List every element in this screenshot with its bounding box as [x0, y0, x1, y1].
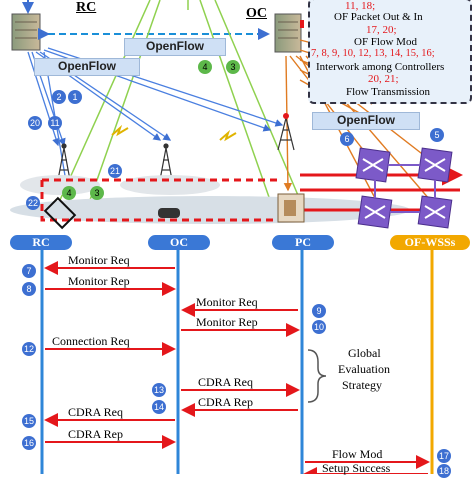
wss-switch-icon: [357, 195, 393, 229]
cell-tower-icon: [57, 143, 71, 181]
step-badge-green: 3: [90, 186, 104, 200]
rc-device-icon: [43, 196, 77, 230]
brace-icon: [307, 349, 327, 403]
step-badge: 15: [22, 414, 36, 428]
legend-text: Flow Transmission: [346, 86, 431, 98]
step-badge: 17: [437, 449, 451, 463]
global-evaluation-text: Global: [348, 346, 381, 360]
wireless-link-icon: [111, 124, 129, 137]
cell-tower-icon: [277, 113, 295, 151]
step-badge: 21: [108, 164, 122, 178]
openflow-label: OpenFlow: [124, 38, 226, 56]
global-evaluation-text: Strategy: [342, 378, 382, 392]
step-badge: 20: [28, 116, 42, 130]
global-evaluation-text: Evaluation: [338, 362, 390, 376]
legend-steps: 7, 8, 9, 10, 12, 13, 14, 15, 16;: [311, 48, 435, 59]
step-badge: 6: [340, 132, 354, 146]
step-badge: 14: [152, 400, 166, 414]
legend-steps: 17, 20;: [366, 24, 397, 36]
step-badge: 8: [22, 282, 36, 296]
step-badge: 11: [48, 116, 62, 130]
lane-header-oc: OC: [148, 235, 210, 250]
oc-server-icon: [274, 13, 302, 53]
fiber-coil-icon: [158, 208, 180, 218]
lane-header-pc: PC: [272, 235, 334, 250]
message-label: Monitor Rep: [68, 274, 130, 288]
lane-header-wss: OF-WSSs: [390, 235, 470, 250]
legend-steps: 20, 21;: [368, 73, 399, 85]
wss-switch-icon: [417, 147, 453, 183]
message-label: Monitor Rep: [196, 315, 258, 329]
step-badge: 13: [152, 383, 166, 397]
message-label: Monitor Req: [196, 295, 258, 309]
rc-server-icon: [11, 13, 41, 51]
wss-switch-icon: [417, 195, 453, 229]
rc-title: RC: [76, 0, 97, 15]
legend-box: [308, 0, 472, 104]
cell-tower-icon: [159, 143, 173, 181]
step-badge: 22: [26, 196, 40, 210]
message-label: Monitor Req: [68, 253, 130, 267]
message-label: Setup Success: [322, 461, 391, 475]
openflow-label: OpenFlow: [34, 58, 140, 76]
wireless-link-icon: [219, 129, 237, 142]
step-badge: 18: [437, 464, 451, 478]
message-label: CDRA Rep: [198, 395, 254, 409]
step-badge: 10: [312, 320, 326, 334]
legend-text: OF Packet Out & In: [334, 11, 423, 23]
wss-switch-icon: [355, 147, 391, 183]
step-badge-green: 4: [62, 186, 76, 200]
legend-steps: 11, 18;: [345, 0, 376, 12]
step-badge: 9: [312, 304, 326, 318]
step-badge: 5: [430, 128, 444, 142]
legend-text: OF Flow Mod: [354, 36, 417, 48]
step-badge: 12: [22, 342, 36, 356]
step-badge: 1: [68, 90, 82, 104]
step-badge-green: 4: [198, 60, 212, 74]
lane-header-rc: RC: [10, 235, 72, 250]
message-label: CDRA Req: [68, 405, 124, 419]
step-badge: 16: [22, 436, 36, 450]
message-label: CDRA Req: [198, 375, 254, 389]
step-badge-green: 3: [226, 60, 240, 74]
message-label: Flow Mod: [332, 447, 383, 461]
message-label: Connection Req: [52, 334, 130, 348]
step-badge: 7: [22, 264, 36, 278]
step-badge: 2: [52, 90, 66, 104]
openflow-label: OpenFlow: [312, 112, 420, 130]
oc-title: OC: [246, 6, 267, 21]
legend-text: Interwork among Controllers: [316, 61, 445, 73]
message-label: CDRA Rep: [68, 427, 124, 441]
